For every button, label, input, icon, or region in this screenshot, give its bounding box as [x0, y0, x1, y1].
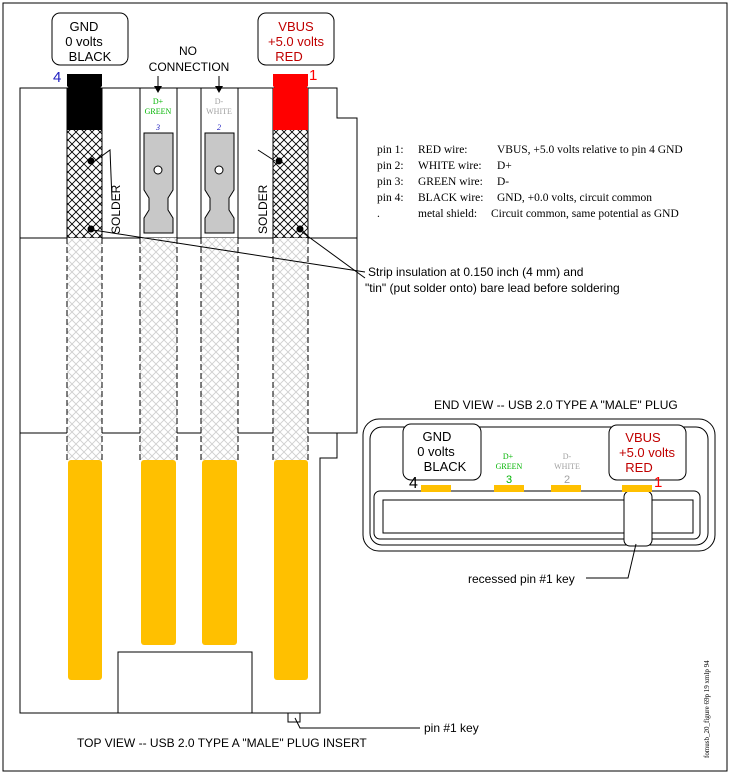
gnd-solder-dot-lower [87, 225, 95, 233]
end-gnd-callout-box [402, 423, 482, 481]
recessed-key-label: recessed pin #1 key [468, 572, 575, 586]
pin-table-pin: pin 4: [377, 192, 404, 204]
bottom-notch [117, 651, 253, 714]
end-vbus-pin [622, 485, 652, 492]
recessed-pin1-key [623, 490, 653, 547]
recessed-key-leader [586, 543, 637, 579]
end-green-number: 3 [506, 474, 512, 486]
strip-leader-a [92, 229, 366, 273]
end-vbus-callout-line3: RED [625, 460, 652, 475]
end-vbus-pin-number: 1 [654, 474, 662, 491]
end-gnd-callout-line2: 0 volts [417, 444, 455, 459]
pin-table-desc: D+ [497, 160, 512, 172]
pin-table-desc: Circuit common, same potential as GND [491, 208, 679, 220]
strip-leader-b [301, 231, 366, 279]
pin-table-wire: metal shield: [418, 208, 477, 220]
pin-table-desc: VBUS, +5.0 volts relative to pin 4 GND [497, 144, 683, 156]
gnd-callout-line2: 0 volts [65, 34, 103, 49]
end-vbus-callout-line1: VBUS [625, 430, 661, 445]
pin-table-wire: WHITE wire: [418, 160, 482, 172]
end-vbus-callout-box [608, 424, 687, 481]
white-gold-contact [202, 460, 237, 645]
end-green-name: D+ [503, 452, 514, 461]
end-green-color: GREEN [496, 462, 523, 471]
end-gnd-callout-line1: GND [423, 429, 452, 444]
solder-right-label: SOLDER [256, 184, 270, 234]
vbus-gold-contact [274, 460, 308, 680]
gnd-solder-dot-upper [87, 157, 95, 165]
white-pad-name: D- [215, 97, 224, 106]
pin-table: pin 1: RED wire: VBUS, +5.0 volts relative… [377, 144, 683, 220]
vbus-callout-line2: +5.0 volts [268, 34, 325, 49]
gnd-pin-number: 4 [53, 69, 61, 86]
gnd-gold-contact [68, 460, 102, 680]
pin-table-pin: pin 1: [377, 144, 404, 156]
pin1-key-leader [294, 717, 420, 729]
green-gold-contact [141, 460, 176, 645]
pin-table-wire: RED wire: [418, 144, 468, 156]
plug-body-outline [19, 87, 358, 714]
end-gnd-pin-number: 4 [409, 475, 418, 492]
file-id-label: fomusb_20_figure 69p 19 xmlp 94 [703, 660, 711, 758]
end-white-color: WHITE [554, 462, 580, 471]
vbus-solder-dot-upper [275, 157, 283, 165]
vbus-callout-line3: RED [275, 49, 302, 64]
strip-note-line1: Strip insulation at 0.150 inch (4 mm) an… [368, 265, 583, 279]
end-gnd-pin [421, 485, 451, 492]
pin-table-desc: GND, +0.0 volts, circuit common [497, 192, 652, 204]
white-pad-color: WHITE [206, 107, 232, 116]
gnd-solder-leader [94, 149, 113, 201]
pin-table-wire: BLACK wire: [418, 192, 483, 204]
vbus-pointer [273, 74, 308, 104]
vbus-dashed-channel [272, 238, 309, 460]
end-white-number: 2 [564, 474, 570, 486]
pin-table-wire: GREEN wire: [418, 176, 483, 188]
gnd-callout-line3: BLACK [69, 49, 112, 64]
gnd-dashed-channel [66, 238, 103, 460]
green-dashed-channel [139, 238, 178, 460]
end-white-name: D- [563, 452, 572, 461]
pin-table-pin: pin 2: [377, 160, 404, 172]
green-pad-name: D+ [153, 97, 164, 106]
gnd-pointer [67, 74, 102, 104]
strip-note-line2: "tin" (put solder onto) bare lead before… [365, 281, 620, 295]
pin-table-pin: . [377, 208, 380, 220]
vbus-solder-leader [257, 149, 276, 162]
white-solder-pad [204, 132, 235, 234]
gnd-callout-line1: GND [70, 19, 99, 34]
vbus-callout-line1: VBUS [278, 19, 314, 34]
pin-table-pin: pin 3: [377, 176, 404, 188]
green-pad-color: GREEN [145, 107, 172, 116]
white-pad-number: 2 [217, 123, 221, 132]
end-vbus-callout-line2: +5.0 volts [619, 445, 676, 460]
vbus-pin-number: 1 [309, 67, 317, 84]
pin1-key-label: pin #1 key [424, 721, 479, 735]
gnd-callout-box [51, 12, 129, 66]
end-gnd-callout-line3: BLACK [424, 459, 467, 474]
no-connection-line2: CONNECTION [149, 60, 230, 74]
end-green-pin [494, 485, 524, 492]
pin-table-desc: D- [497, 176, 509, 188]
solder-left-label: SOLDER [109, 184, 123, 234]
end-view-title: END VIEW -- USB 2.0 TYPE A "MALE" PLUG [434, 398, 678, 412]
end-white-pin [551, 485, 581, 492]
top-view-caption: TOP VIEW -- USB 2.0 TYPE A "MALE" PLUG I… [77, 736, 367, 750]
white-dashed-channel [200, 238, 239, 460]
no-connection-line1: NO [179, 44, 197, 58]
pin1-key-notch [287, 713, 301, 723]
vbus-callout-box [257, 12, 335, 66]
green-solder-pad [143, 132, 174, 234]
vbus-solder-dot-lower [296, 225, 304, 233]
green-pad-number: 3 [155, 123, 160, 132]
